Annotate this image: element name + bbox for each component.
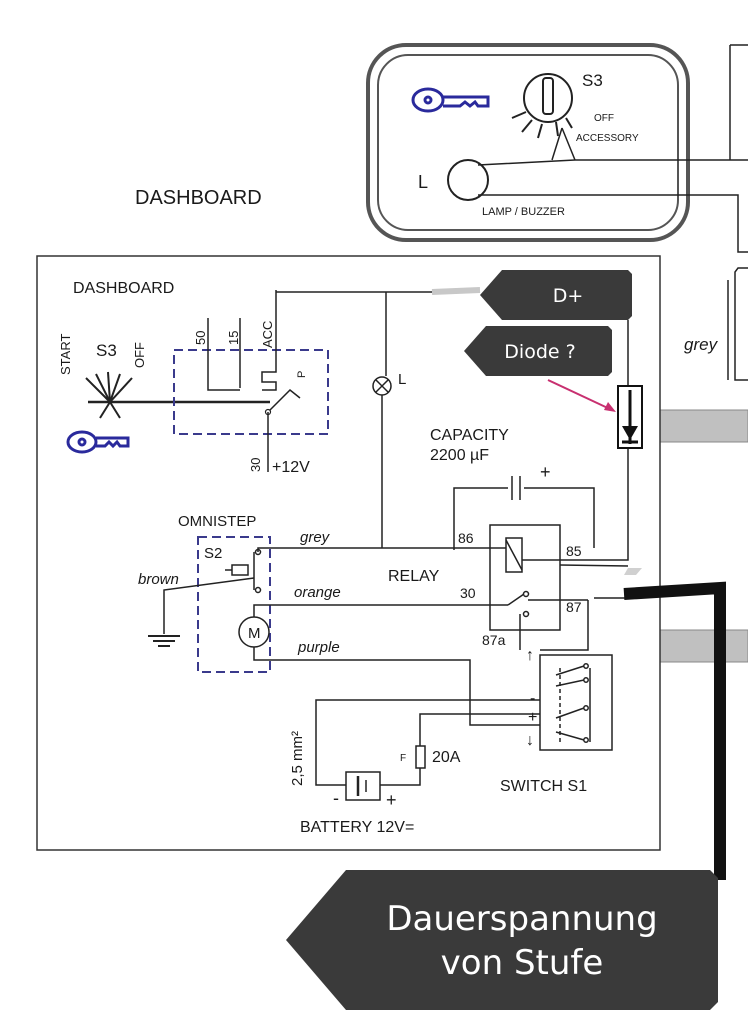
top-l-label: L — [418, 172, 428, 192]
top-s3-label: S3 — [582, 71, 603, 90]
purple-wire-label: purple — [297, 639, 340, 656]
top-off-label: OFF — [594, 113, 614, 124]
switch-down-arrow-icon: ↓ — [526, 732, 534, 749]
capacity-value: 2200 µF — [430, 447, 489, 464]
fuse-symbol — [415, 745, 426, 769]
capacitor-symbol — [453, 476, 595, 550]
dauerspannung-line1: Dauerspannung — [386, 899, 657, 939]
pin-acc-label: ACC — [260, 321, 275, 348]
diagram-title: DASHBOARD — [73, 280, 174, 297]
pin-30-label: 30 — [248, 458, 263, 472]
battery-label: BATTERY 12V= — [300, 819, 414, 836]
switch-s1-box — [539, 654, 613, 751]
s2-label: S2 — [204, 545, 222, 562]
diode-label: Diode ? — [504, 341, 575, 363]
marker-line — [623, 581, 726, 880]
pin-p-label: P — [296, 371, 308, 378]
grey-bar-lower — [659, 629, 748, 663]
s3-label: S3 — [96, 341, 117, 360]
fuse-value-label: 20A — [432, 749, 461, 766]
relay-85-label: 85 — [566, 543, 582, 559]
d-plus-callout: D+ — [480, 270, 632, 320]
battery-plus-label: + — [386, 790, 397, 810]
switch-s1-label: SWITCH S1 — [500, 778, 587, 795]
orange-wire-label: orange — [294, 584, 341, 601]
diagram-key-icon — [66, 430, 130, 454]
cap-plus-label: + — [540, 462, 551, 482]
omnistep-dashed-box — [197, 536, 271, 673]
pin-15-label: 15 — [226, 331, 241, 345]
lamp-buzzer-icon — [447, 159, 489, 201]
dauerspannung-line2: von Stufe — [441, 943, 604, 983]
diode-callout: Diode ? — [464, 326, 612, 376]
relay-87a-label: 87a — [482, 632, 506, 648]
motor-m-label: M — [248, 625, 261, 642]
right-grey-label: grey — [684, 335, 719, 354]
grey-bar-upper — [659, 409, 748, 443]
grey-wire-label: grey — [300, 529, 331, 546]
switch-detent-lines — [85, 371, 133, 419]
wire-size-label: 2,5 mm² — [289, 731, 306, 786]
ignition-dashed-box — [173, 349, 329, 435]
d-plus-label: D+ — [553, 285, 584, 307]
ignition-section: START S3 OFF 50 15 ACC P — [58, 290, 329, 476]
top-switch-panel: S3 OFF ACCESSORY L LAMP / BUZZER — [366, 43, 748, 253]
key-icon — [411, 87, 490, 113]
brown-label: brown — [138, 571, 179, 588]
ignition-switch-icon — [511, 73, 573, 139]
lamp-buzzer-label: LAMP / BUZZER — [482, 206, 565, 218]
switch-s1-contacts — [555, 663, 591, 743]
dashboard-heading: DASHBOARD — [135, 187, 262, 209]
plus12v-label: +12V — [272, 459, 310, 476]
ground-icon — [148, 635, 180, 647]
relay-coil-symbol — [490, 537, 594, 573]
switch-plus-label: + — [528, 709, 537, 726]
pin-50-label: 50 — [193, 331, 208, 345]
top-accessory-label: ACCESSORY — [576, 133, 639, 144]
start-label: START — [58, 334, 73, 375]
relay-86-label: 86 — [458, 530, 474, 546]
fuse-f-label: F — [400, 753, 406, 764]
dauerspannung-callout: Dauerspannung von Stufe — [286, 870, 718, 1010]
right-connector-box: grey — [684, 267, 748, 381]
relay-87-label: 87 — [566, 599, 582, 615]
diode-pointer-arrow — [547, 379, 613, 411]
battery-minus-label: - — [333, 788, 339, 808]
relay-contact-symbol — [490, 590, 588, 650]
capacity-label: CAPACITY — [430, 427, 509, 444]
relay-label: RELAY — [388, 568, 440, 585]
off-label: OFF — [132, 342, 147, 368]
omnistep-label: OMNISTEP — [178, 513, 256, 530]
switch-minus-label: - — [530, 690, 535, 707]
relay-30-label: 30 — [460, 585, 476, 601]
d-plus-highlight — [431, 287, 481, 295]
switch-up-arrow-icon: ↑ — [526, 647, 534, 664]
battery-symbol — [345, 771, 381, 801]
lamp-l-label: L — [398, 371, 406, 388]
diode-symbol — [617, 385, 643, 449]
